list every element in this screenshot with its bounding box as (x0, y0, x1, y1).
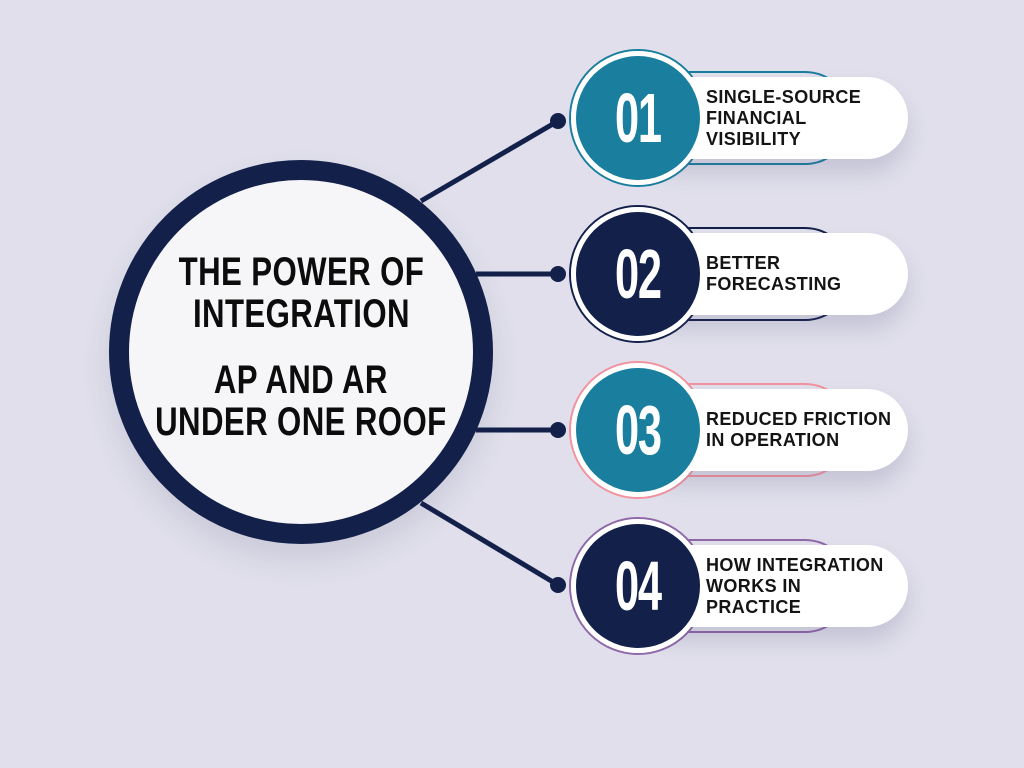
step-01-label-line: FINANCIAL (706, 107, 807, 128)
step-02-label-line: FORECASTING (706, 274, 842, 294)
step-row-03: REDUCED FRICTION IN OPERATION 03 (0, 361, 1024, 499)
step-02-label: BETTER FORECASTING (706, 253, 908, 295)
step-row-02: BETTER FORECASTING 02 (0, 205, 1024, 343)
step-04-label-line: WORKS IN (706, 575, 802, 596)
step-04-number-circle: 04 (576, 524, 700, 648)
central-subtitle-line: AP AND AR (214, 358, 388, 402)
step-01-label-line: SINGLE-SOURCE (706, 86, 862, 107)
step-04-number: 04 (615, 547, 662, 625)
connector-dot-2 (550, 266, 566, 282)
step-03-number: 03 (615, 391, 662, 469)
step-row-04: HOW INTEGRATION WORKS IN PRACTICE 04 (0, 517, 1024, 655)
connector-dot-3 (550, 422, 566, 438)
central-subtitle: AP AND AR UNDER ONE ROOF (155, 359, 446, 443)
central-subtitle-line: UNDER ONE ROOF (155, 400, 447, 444)
step-row-01: SINGLE-SOURCE FINANCIAL VISIBILITY 01 (0, 49, 1024, 187)
step-04-label-line: PRACTICE (706, 596, 802, 617)
step-04-label: HOW INTEGRATION WORKS IN PRACTICE (706, 555, 908, 618)
step-01-label-line: VISIBILITY (706, 128, 802, 149)
central-title-line: INTEGRATION (192, 292, 410, 336)
connector-line-1 (419, 118, 560, 204)
step-04-label-line: HOW INTEGRATION (706, 554, 884, 575)
connector-line-4 (419, 500, 560, 588)
connector-dot-4 (550, 577, 566, 593)
step-03-label-line: REDUCED FRICTION (706, 409, 892, 429)
connector-dot-1 (550, 113, 566, 129)
step-02-label-line: BETTER (706, 253, 781, 273)
central-title: THE POWER OF INTEGRATION (178, 251, 424, 335)
step-03-label: REDUCED FRICTION IN OPERATION (706, 409, 908, 451)
step-02-number-circle: 02 (576, 212, 700, 336)
step-03-number-circle: 03 (576, 368, 700, 492)
central-title-line: THE POWER OF (178, 250, 424, 294)
step-01-number-circle: 01 (576, 56, 700, 180)
step-02-number: 02 (615, 235, 662, 313)
step-01-label: SINGLE-SOURCE FINANCIAL VISIBILITY (706, 87, 908, 150)
step-01-number: 01 (615, 79, 662, 157)
step-03-label-line: IN OPERATION (706, 430, 840, 450)
